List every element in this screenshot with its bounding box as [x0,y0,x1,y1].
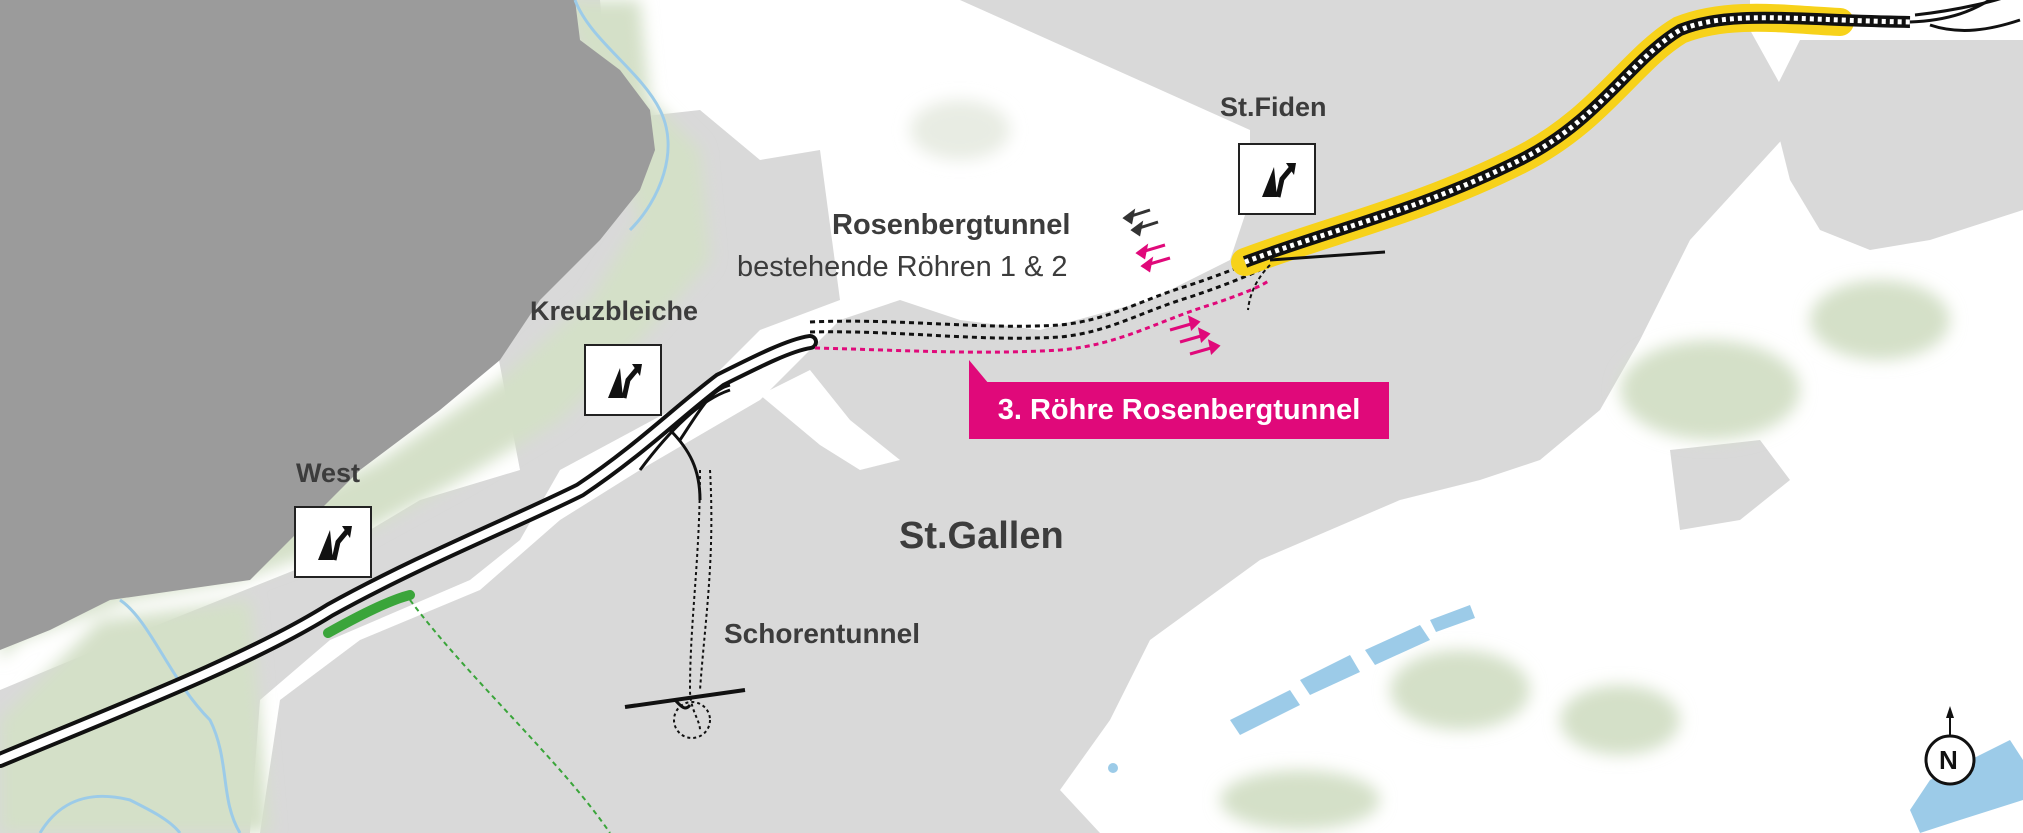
junction-sign-st-fiden [1238,143,1316,215]
st-fiden-connector [1269,250,1386,262]
rosenbergtunnel-existing [809,256,1261,340]
western-link-route [409,599,611,833]
motorway-exit-icon [608,364,642,399]
north-label: N [1939,745,1958,775]
motorway-exit-icon [318,526,352,561]
traffic-arrows-existing [1122,208,1159,237]
kreuzbleiche-interchange [638,383,731,501]
city-label: St.Gallen [899,515,1064,557]
schorentunnel-label: Schorentunnel [724,618,921,649]
west-bridge-highlight [323,590,415,638]
water-bodies [1108,605,2023,833]
schorentunnel-route [673,469,713,739]
junction-sign-kreuzbleiche [584,344,662,416]
urban-area [1770,40,2023,250]
east-interchange [1909,0,2021,32]
motorway-a1-east [1242,11,1911,268]
motorway-a1-west [0,334,818,768]
third-tube-callout: 3. Röhre Rosenbergtunnel [969,382,1389,439]
schoren-connector-road [624,688,746,709]
north-arrow-icon [1924,706,1976,786]
rosenbergtunnel-sublabel: bestehende Röhren 1 & 2 [737,251,1068,283]
junction-sign-west [294,506,372,578]
rosenbergtunnel-label: Rosenbergtunnel [832,209,1071,241]
streams [38,0,670,833]
schoren-connector-road [673,698,692,710]
rosenbergtunnel-third-tube [814,278,1271,354]
motorway-exit-icon [1262,163,1296,198]
open-area [760,370,900,470]
lake [0,0,655,650]
junction-label-kreuzbleiche: Kreuzbleiche [530,296,699,326]
junction-label-west: West [296,458,361,488]
callout-pointer [969,360,989,384]
north-arrow: N [1922,704,1978,786]
urban-area [1670,440,1790,530]
traffic-arrows-third-tube [1169,315,1221,356]
st-fiden-connector-dotted [1247,264,1271,311]
junction-label-st-fiden: St.Fiden [1220,92,1327,122]
traffic-arrows-existing-pink [1135,243,1171,273]
